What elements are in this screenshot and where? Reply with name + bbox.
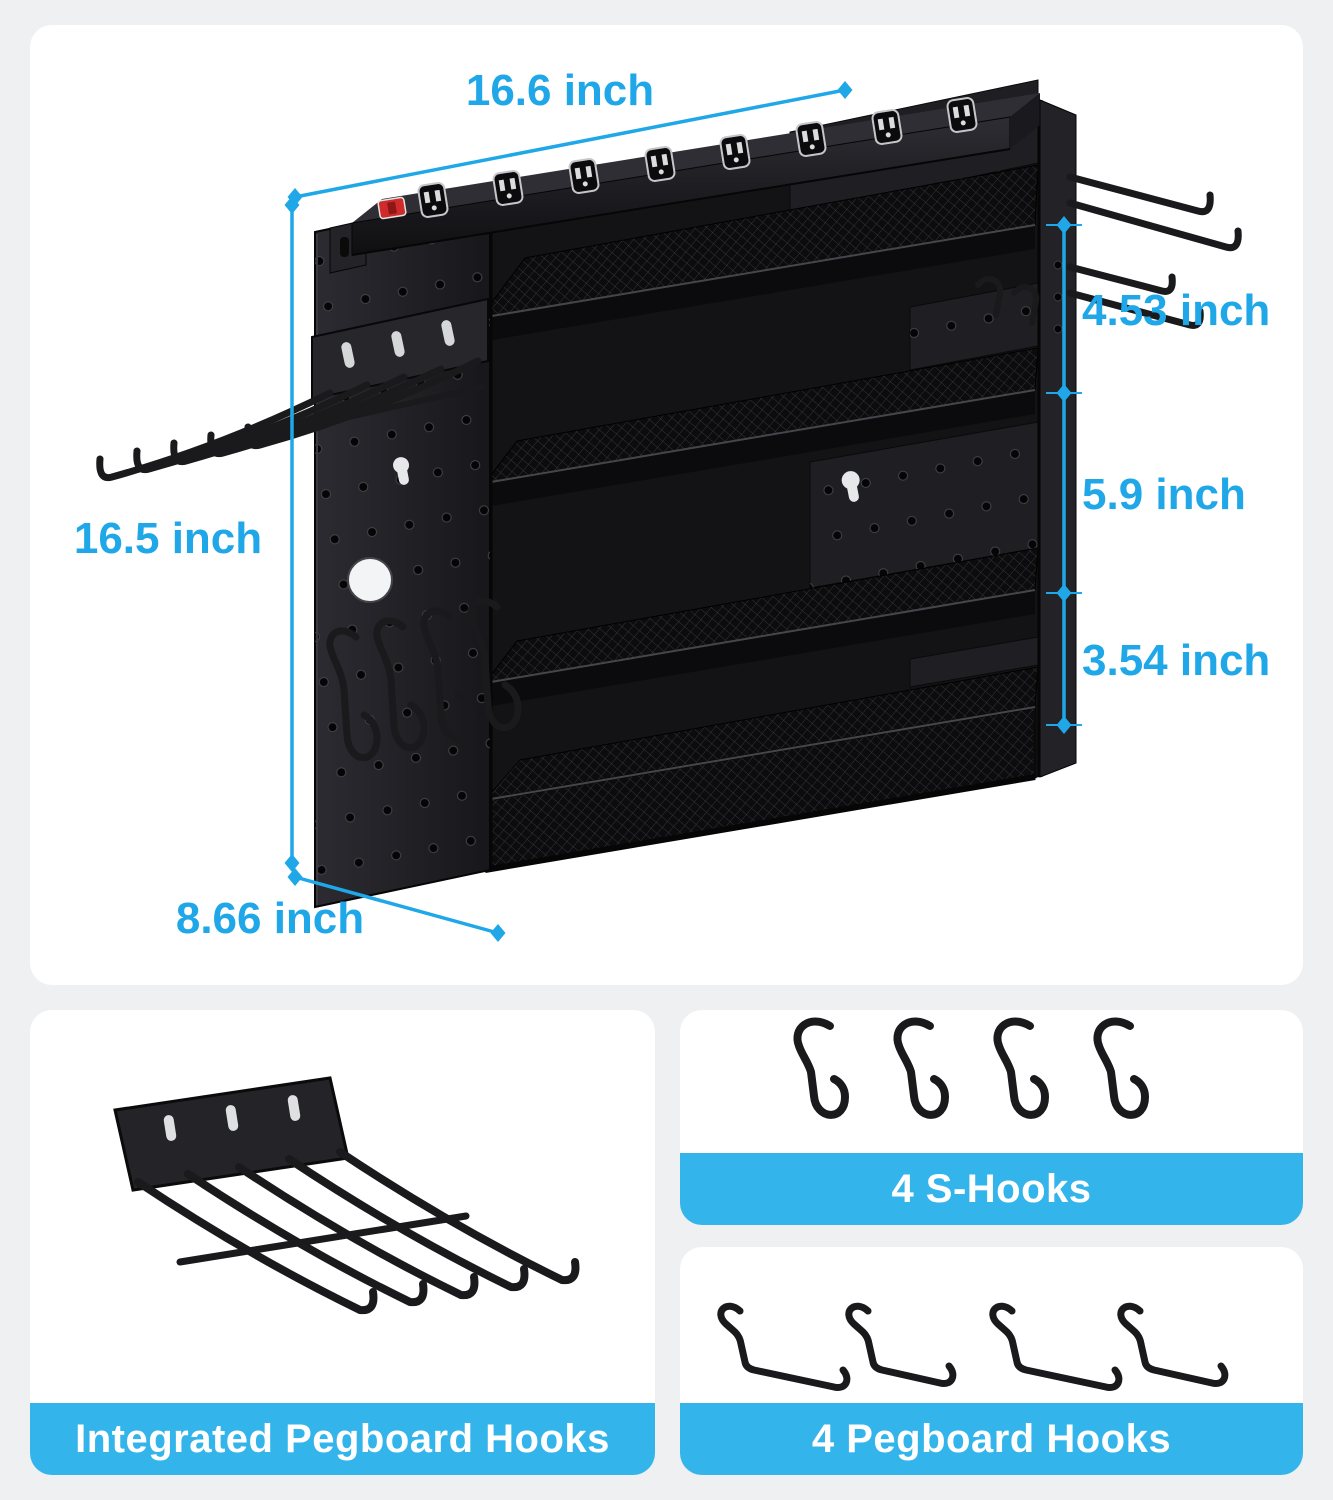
power-strip (351, 93, 1040, 256)
left-pegboard-panel (314, 193, 491, 909)
power-switch-icon (377, 196, 407, 220)
s-hooks-illustration (793, 1017, 1149, 1119)
tool-organizer-illustration: 16.6 inch 16.5 inch 8.66 inch 4.53 inch … (74, 66, 1270, 943)
caption-banner: Integrated Pegboard Hooks (30, 1403, 655, 1475)
dim-label-top-width: 16.6 inch (466, 66, 654, 115)
pegboard-hooks-card: 4 Pegboard Hooks (680, 1247, 1303, 1475)
integrated-hooks-illustration (113, 1076, 580, 1315)
mount-keyhole-icon (841, 471, 860, 502)
shelves (478, 100, 1043, 873)
dimension-diagram-card: 16.6 inch 16.5 inch 8.66 inch 4.53 inch … (30, 25, 1303, 985)
pegboard-hooks-right (975, 173, 1242, 329)
dim-label-right-bottom: 3.54 inch (1082, 636, 1270, 685)
cable-hole (347, 557, 393, 603)
caption-pegboard-hooks: 4 Pegboard Hooks (811, 1416, 1172, 1461)
caption-banner: 4 Pegboard Hooks (680, 1403, 1303, 1475)
outlets (417, 97, 978, 218)
s-hooks-on-panel (326, 597, 522, 762)
dim-label-left-height: 16.5 inch (74, 514, 262, 563)
pegboard-hooks-illustration (717, 1302, 1229, 1391)
integrated-hooks-card: Integrated Pegboard Hooks (30, 1010, 655, 1475)
dim-label-right-top: 4.53 inch (1082, 286, 1270, 335)
caption-s-hooks: 4 S-Hooks (891, 1166, 1092, 1211)
mount-keyhole-icon (393, 457, 410, 485)
dim-label-right-middle: 5.9 inch (1082, 470, 1246, 519)
dim-label-bottom-depth: 8.66 inch (176, 894, 364, 943)
hook-prongs (134, 1148, 580, 1315)
caption-integrated-hooks: Integrated Pegboard Hooks (75, 1416, 610, 1461)
s-hooks-card: 4 S-Hooks (680, 1010, 1303, 1225)
dimension-lines (284, 81, 1082, 942)
integrated-hook-rack (96, 297, 489, 482)
right-pegboard-panel (1039, 99, 1077, 778)
caption-banner: 4 S-Hooks (680, 1153, 1303, 1225)
